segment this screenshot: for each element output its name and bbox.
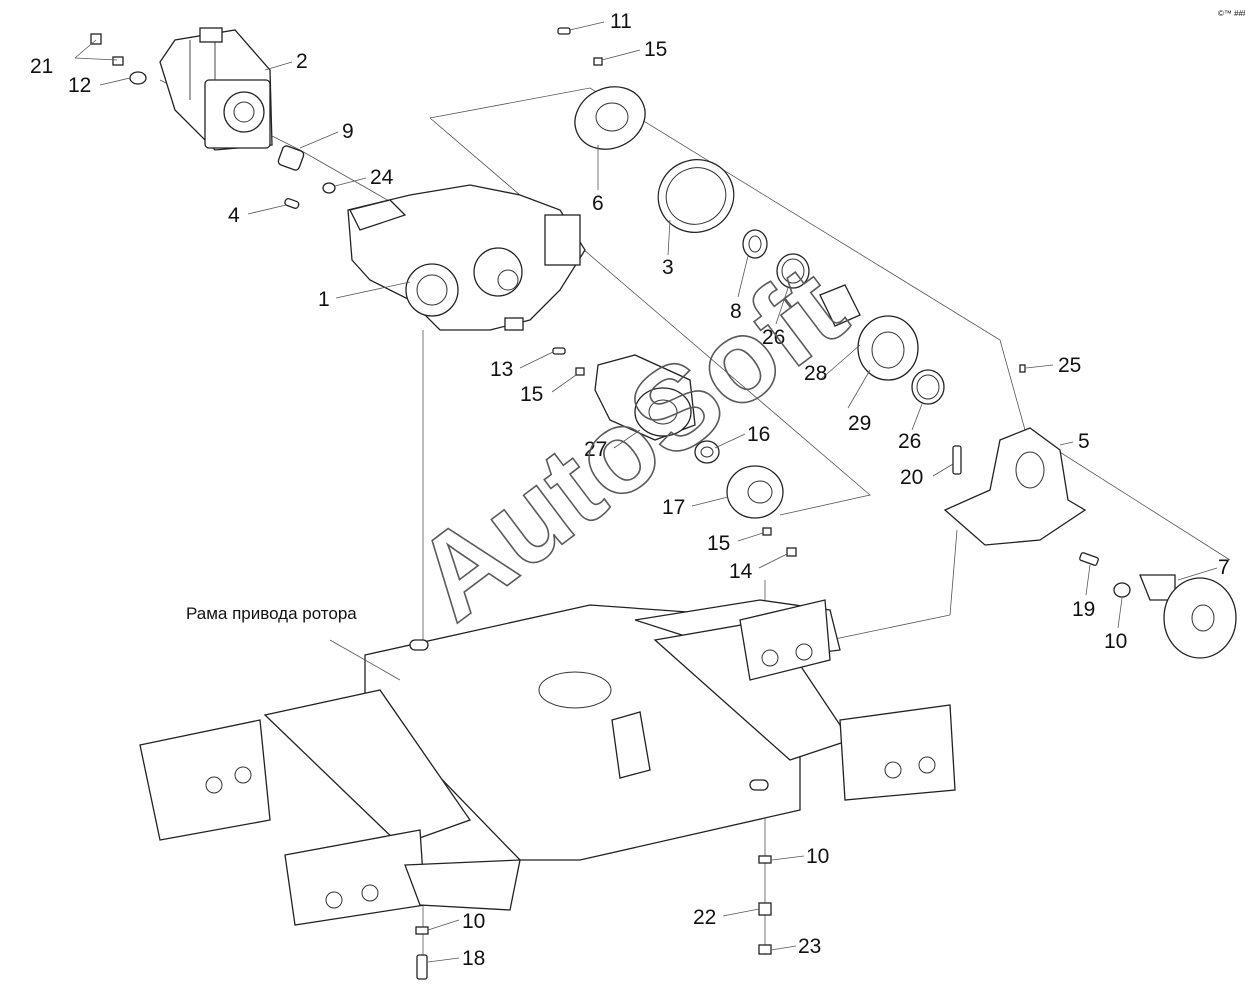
callout-21: 21 xyxy=(30,55,53,78)
callout-15-lower: 15 xyxy=(707,532,730,555)
washer-part-10-bottom-center xyxy=(758,855,772,864)
callout-7: 7 xyxy=(1218,556,1230,579)
callout-1: 1 xyxy=(318,288,330,311)
callout-3: 3 xyxy=(662,256,674,279)
callout-26-lower: 26 xyxy=(898,430,921,453)
output-shaft-part-7 xyxy=(1139,574,1237,659)
nut-part-15-middle xyxy=(575,367,585,376)
callout-24: 24 xyxy=(370,166,394,189)
callout-27: 27 xyxy=(584,438,607,461)
callout-10-bottom-left: 10 xyxy=(462,910,485,933)
pin-part-4 xyxy=(284,197,300,209)
washer-part-10-bottom-left xyxy=(415,926,429,935)
callout-4: 4 xyxy=(228,204,240,227)
sleeve-part-28 xyxy=(819,284,861,327)
ring-part-16 xyxy=(694,440,720,464)
callout-28: 28 xyxy=(804,362,827,385)
callout-20: 20 xyxy=(900,466,923,489)
bushing-part-8 xyxy=(742,229,768,259)
gearbox-housing-part-1 xyxy=(347,184,586,331)
callout-numbers: 21 12 2 9 24 4 1 11 15 6 3 8 26 28 29 26… xyxy=(30,10,1230,970)
callout-25: 25 xyxy=(1058,354,1081,377)
bolt-part-20 xyxy=(952,445,962,475)
nut-part-22 xyxy=(758,902,772,916)
callout-2: 2 xyxy=(296,50,308,73)
cover-part-6 xyxy=(574,86,646,150)
callout-16: 16 xyxy=(747,423,770,446)
nut-part-23 xyxy=(758,944,772,955)
callout-10-bottom-center: 10 xyxy=(806,845,829,868)
callout-9: 9 xyxy=(342,120,354,143)
callout-19: 19 xyxy=(1072,598,1095,621)
stud-part-25 xyxy=(1019,364,1026,373)
callout-29: 29 xyxy=(848,412,871,435)
corner-mark: ©™ ### xyxy=(1218,9,1245,18)
nut-part-21 xyxy=(90,33,102,45)
callout-8: 8 xyxy=(730,300,742,323)
frame-caption: Рама привода ротора xyxy=(186,604,357,623)
callout-22: 22 xyxy=(693,906,716,929)
washer-part-12 xyxy=(112,56,147,85)
callout-15-middle: 15 xyxy=(520,383,543,406)
coupling-sleeve-part-9 xyxy=(277,145,305,171)
callout-15-upper: 15 xyxy=(644,38,667,61)
bolt-part-11 xyxy=(557,27,571,35)
callout-18: 18 xyxy=(462,947,485,970)
nut-part-15-lower xyxy=(762,527,772,536)
callout-leaders xyxy=(74,21,1218,963)
callout-5: 5 xyxy=(1078,430,1090,453)
callout-11: 11 xyxy=(610,10,632,33)
bolt-part-13 xyxy=(552,347,566,355)
hydraulic-motor-part-2 xyxy=(159,27,273,151)
callout-10-right: 10 xyxy=(1104,630,1127,653)
gasket-part-3 xyxy=(657,159,735,233)
callout-14: 14 xyxy=(729,560,753,583)
callout-17: 17 xyxy=(662,496,685,519)
callout-13: 13 xyxy=(490,358,513,381)
gear-assembly-part-27 xyxy=(594,354,696,441)
callout-6: 6 xyxy=(592,192,604,215)
nut-part-15-upper xyxy=(593,57,603,66)
nut-part-14 xyxy=(786,547,797,557)
seal-ring-part-26-lower xyxy=(911,369,945,405)
callout-26-upper: 26 xyxy=(762,326,785,349)
flange-cover-part-17 xyxy=(726,465,784,519)
callout-12: 12 xyxy=(68,74,91,97)
bearing-support-part-5 xyxy=(943,427,1087,546)
seal-ring-part-26-upper xyxy=(776,253,810,289)
o-ring-part-24 xyxy=(322,182,336,194)
bolt-part-19 xyxy=(1079,552,1099,566)
bearing-part-29 xyxy=(857,315,919,381)
bolt-part-18 xyxy=(416,954,428,980)
callout-23: 23 xyxy=(798,935,821,958)
rotor-drive-frame xyxy=(139,599,956,926)
washer-part-10-right xyxy=(1113,582,1131,598)
